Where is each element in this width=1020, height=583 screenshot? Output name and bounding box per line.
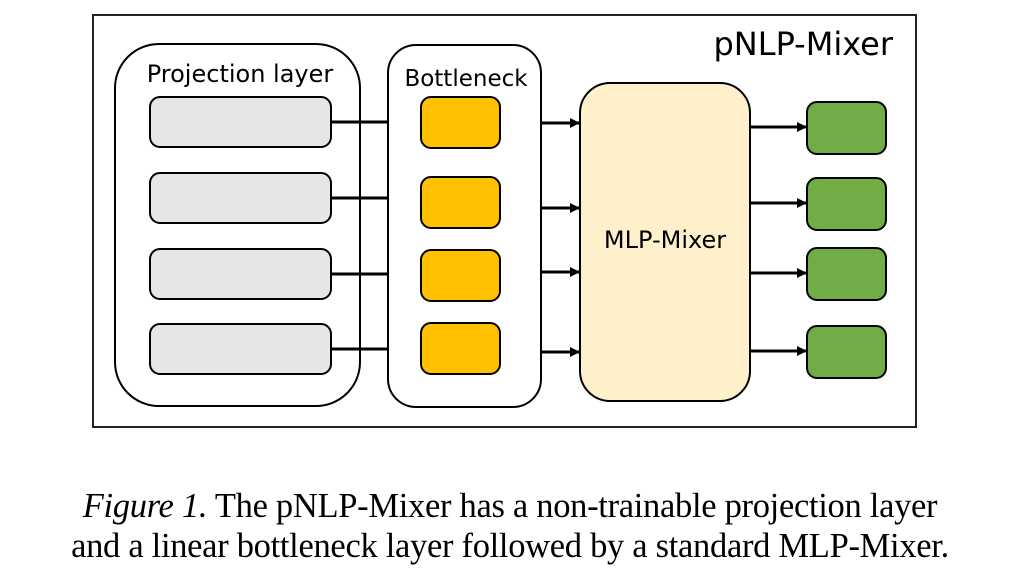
projection-bar: [149, 248, 332, 300]
pnlp-mixer-diagram: pNLP-Mixer Projection layer Bottleneck M…: [92, 14, 917, 428]
diagram-title: pNLP-Mixer: [713, 25, 893, 63]
figure-caption: Figure 1. The pNLP-Mixer has a non-train…: [0, 486, 1020, 566]
output-box: [806, 101, 887, 155]
output-box: [806, 247, 887, 301]
bottleneck-box: [420, 249, 501, 302]
caption-line-1: Figure 1. The pNLP-Mixer has a non-train…: [0, 486, 1020, 526]
projection-bar: [149, 96, 332, 148]
output-box: [806, 325, 887, 379]
mlp-mixer-block: [579, 82, 751, 402]
bottleneck-box: [420, 322, 501, 375]
bottleneck-box: [420, 176, 501, 229]
output-box: [806, 177, 887, 231]
bottleneck-box: [420, 96, 501, 149]
caption-text-1: The pNLP-Mixer has a non-trainable proje…: [207, 487, 938, 525]
mlp-mixer-label: MLP-Mixer: [604, 226, 726, 254]
projection-bar: [149, 172, 332, 224]
figure-number: Figure 1.: [82, 487, 208, 525]
caption-line-2: and a linear bottleneck layer followed b…: [71, 527, 949, 565]
projection-bar: [149, 323, 332, 375]
projection-layer-label: Projection layer: [147, 60, 334, 88]
bottleneck-label: Bottleneck: [404, 66, 528, 92]
